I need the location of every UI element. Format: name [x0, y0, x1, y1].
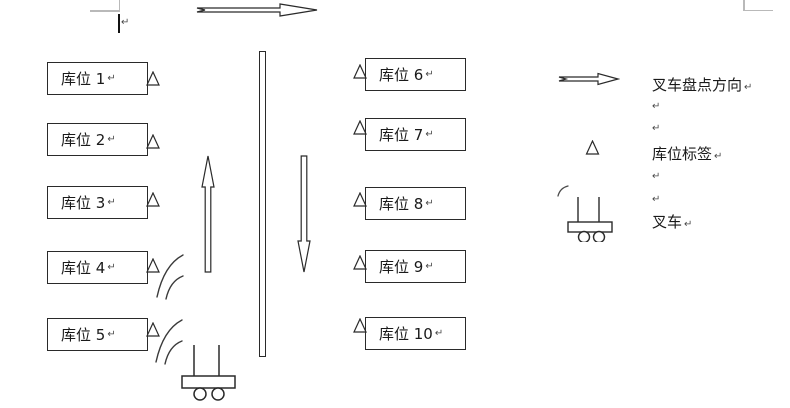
paragraph-mark: ↵ — [107, 328, 116, 340]
paragraph-mark: ↵ — [652, 194, 661, 205]
paragraph-mark: ↵ — [425, 128, 434, 140]
text-boundary-mark-left-vertical — [118, 0, 120, 10]
slot-tag-triangle-icon — [353, 318, 367, 333]
paragraph-mark: ↵ — [107, 72, 116, 84]
slot-tag-triangle-icon — [146, 192, 160, 207]
slot-box-5: 库位 5↵ — [47, 318, 148, 351]
slot-label: 库位 9 — [379, 258, 424, 276]
slot-label: 库位 10 — [379, 325, 433, 343]
slot-label: 库位 4 — [61, 259, 106, 277]
slot-box-8: 库位 8↵ — [365, 187, 466, 220]
slot-box-6: 库位 6↵ — [365, 58, 466, 91]
slot-box-2: 库位 2↵ — [47, 123, 148, 156]
slot-box-1: 库位 1↵ — [47, 62, 148, 95]
slot-tag-triangle-icon — [353, 64, 367, 79]
slot-box-9: 库位 9↵ — [365, 250, 466, 283]
slot-box-3: 库位 3↵ — [47, 186, 148, 219]
paragraph-mark: ↵ — [652, 123, 661, 134]
up-direction-arrow — [201, 155, 215, 273]
direction-arrow-icon — [558, 72, 620, 86]
small-arc-mark — [557, 185, 569, 197]
forklift-icon — [567, 197, 613, 242]
slot-tag-triangle-icon — [146, 134, 160, 149]
legend-label-direction: 叉车盘点方向↵ — [652, 76, 753, 94]
slot-tag-triangle-icon — [353, 120, 367, 135]
rfid-signal-arcs — [156, 254, 184, 300]
paragraph-mark: ↵ — [107, 133, 116, 145]
slot-label: 库位 7 — [379, 126, 424, 144]
paragraph-mark: ↵ — [107, 261, 116, 273]
paragraph-mark: ↵ — [107, 196, 116, 208]
paragraph-mark: ↵ — [714, 151, 723, 162]
text-boundary-mark-left — [90, 10, 120, 12]
paragraph-mark: ↵ — [425, 68, 434, 80]
slot-box-10: 库位 10↵ — [365, 317, 466, 350]
slot-tag-triangle-icon — [585, 140, 600, 155]
paragraph-mark: ↵ — [684, 219, 693, 230]
down-direction-arrow — [297, 155, 311, 273]
slot-tag-triangle-icon — [353, 255, 367, 270]
text-boundary-mark-right — [743, 9, 773, 11]
paragraph-mark: ↵ — [652, 101, 661, 112]
rfid-signal-arcs — [155, 319, 183, 365]
slot-tag-triangle-icon — [146, 71, 160, 86]
slot-label: 库位 3 — [61, 194, 106, 212]
slot-label: 库位 1 — [61, 70, 106, 88]
paragraph-mark: ↵ — [652, 171, 661, 182]
top-direction-arrow — [196, 3, 318, 17]
paragraph-mark: ↵ — [425, 260, 434, 272]
slot-label: 库位 6 — [379, 66, 424, 84]
legend-label-slot-tag: 库位标签↵ — [652, 145, 723, 163]
legend-label-forklift: 叉车↵ — [652, 213, 693, 231]
aisle-divider-wall — [259, 51, 266, 357]
slot-label: 库位 2 — [61, 131, 106, 149]
paragraph-mark: ↵ — [121, 17, 130, 28]
slot-tag-triangle-icon — [146, 258, 160, 273]
slot-tag-triangle-icon — [353, 192, 367, 207]
forklift-figure — [181, 345, 236, 401]
text-cursor — [118, 14, 120, 33]
paragraph-mark: ↵ — [744, 82, 753, 93]
slot-label: 库位 8 — [379, 195, 424, 213]
paragraph-mark: ↵ — [425, 197, 434, 209]
slot-box-7: 库位 7↵ — [365, 118, 466, 151]
slot-label: 库位 5 — [61, 326, 106, 344]
paragraph-mark: ↵ — [434, 327, 444, 339]
text-boundary-mark-right-vertical — [743, 0, 745, 10]
slot-tag-triangle-icon — [146, 322, 160, 337]
slot-box-4: 库位 4↵ — [47, 251, 148, 284]
